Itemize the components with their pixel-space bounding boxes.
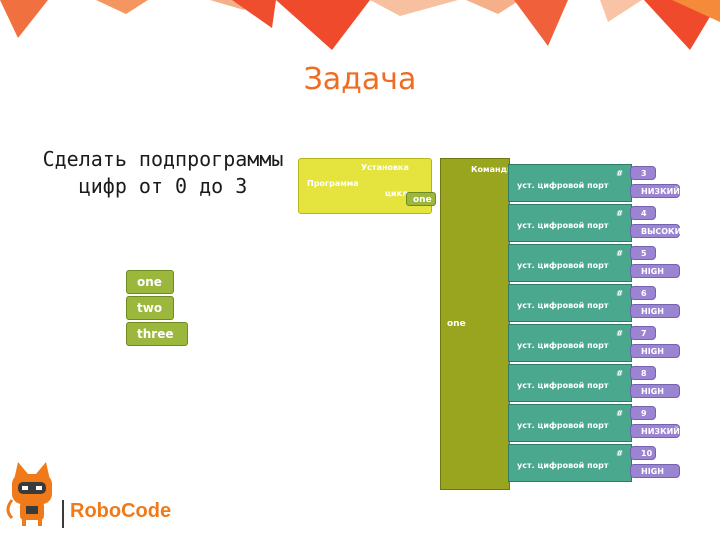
port-value[interactable]: HIGH — [630, 464, 680, 478]
command-label: уст. цифровой порт — [517, 461, 609, 470]
task-line-2: цифр от 0 до 3 — [78, 174, 248, 198]
command-row[interactable]: уст. цифровой порт # — [508, 284, 632, 322]
port-value[interactable]: HIGH — [630, 304, 680, 318]
command-row[interactable]: уст. цифровой порт # — [508, 444, 632, 482]
commands-label: Команды — [471, 165, 515, 174]
pin-number[interactable]: 4 — [630, 206, 656, 220]
pin-number[interactable]: 9 — [630, 406, 656, 420]
palette-block-label: one — [137, 275, 162, 289]
hash-icon: # — [616, 369, 623, 378]
hash-icon: # — [616, 249, 623, 258]
command-row[interactable]: уст. цифровой порт # — [508, 244, 632, 282]
subroutine-block[interactable]: Команды one — [440, 158, 514, 490]
palette-block-label: three — [137, 327, 174, 341]
command-row[interactable]: уст. цифровой порт # — [508, 204, 632, 242]
hash-icon: # — [616, 449, 623, 458]
port-value[interactable]: HIGH — [630, 264, 680, 278]
palette-block-one[interactable]: one — [126, 270, 174, 294]
decorative-banner — [0, 0, 720, 50]
command-label: уст. цифровой порт — [517, 341, 609, 350]
robot-cat-icon — [6, 462, 52, 526]
palette-block-two[interactable]: two — [126, 296, 174, 320]
port-value[interactable]: НИЗКИЙ — [630, 184, 680, 198]
pin-number[interactable]: 5 — [630, 246, 656, 260]
hash-icon: # — [616, 409, 623, 418]
port-value[interactable]: ВЫСОКИЙ — [630, 224, 688, 238]
logo-text: RoboCode — [70, 500, 172, 522]
hash-icon: # — [616, 329, 623, 338]
pin-number[interactable]: 3 — [630, 166, 656, 180]
pin-number[interactable]: 7 — [630, 326, 656, 340]
loop-call-one[interactable]: one — [406, 192, 436, 206]
command-row[interactable]: уст. цифровой порт # — [508, 404, 632, 442]
command-row[interactable]: уст. цифровой порт # — [508, 324, 632, 362]
hash-icon: # — [616, 209, 623, 218]
setup-label: Установка — [361, 163, 409, 172]
command-label: уст. цифровой порт — [517, 301, 609, 310]
logo-divider — [62, 500, 64, 528]
loop-call-label: one — [413, 195, 432, 205]
program-label: Программа — [307, 179, 359, 188]
command-label: уст. цифровой порт — [517, 381, 609, 390]
pin-number[interactable]: 6 — [630, 286, 656, 300]
page-title: Задача — [303, 62, 417, 97]
command-label: уст. цифровой порт — [517, 261, 609, 270]
pin-number[interactable]: 10 — [630, 446, 656, 460]
port-value[interactable]: HIGH — [630, 384, 680, 398]
command-label: уст. цифровой порт — [517, 181, 609, 190]
port-value[interactable]: НИЗКИЙ — [630, 424, 680, 438]
loop-label: цикл — [385, 189, 408, 198]
pin-number[interactable]: 8 — [630, 366, 656, 380]
task-description: Сделать подпрограммы цифр от 0 до 3 — [18, 146, 308, 200]
palette-block-label: two — [137, 301, 163, 315]
hash-icon: # — [616, 169, 623, 178]
palette-block-three[interactable]: three — [126, 322, 188, 346]
command-label: уст. цифровой порт — [517, 221, 609, 230]
hash-icon: # — [616, 289, 623, 298]
command-label: уст. цифровой порт — [517, 421, 609, 430]
subroutine-name: one — [447, 319, 466, 329]
command-row[interactable]: уст. цифровой порт # — [508, 164, 632, 202]
port-value[interactable]: HIGH — [630, 344, 680, 358]
command-row[interactable]: уст. цифровой порт # — [508, 364, 632, 402]
task-line-1: Сделать подпрограммы — [42, 147, 284, 171]
